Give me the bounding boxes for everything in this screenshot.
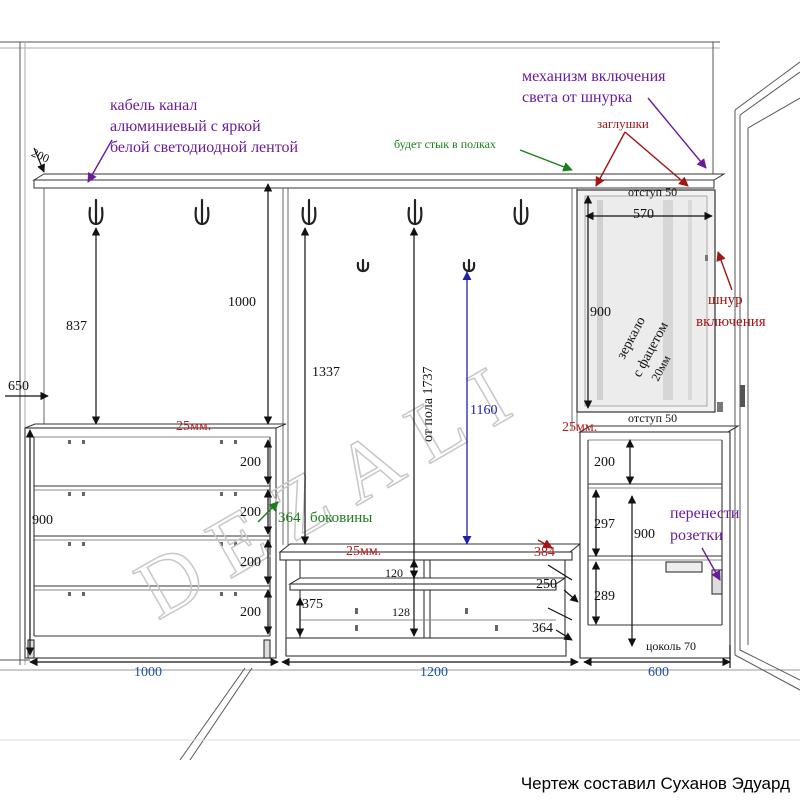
- left-chest: [24, 423, 287, 659]
- dim-200-d: 200: [240, 605, 261, 620]
- dim-200-c: 200: [240, 555, 261, 570]
- room: [0, 41, 800, 761]
- cable-channel-note-line3: белой светодиодной лентой: [110, 139, 299, 156]
- dim-from-floor: от пола 1737: [421, 367, 436, 442]
- right-cabinet: [578, 425, 740, 659]
- dim-375: 375: [302, 597, 323, 612]
- hook-icon: [356, 258, 370, 273]
- dim-120: 120: [385, 566, 403, 580]
- offset-bottom-label: отступ 50: [628, 411, 677, 425]
- dim-25-right: 25мм.: [562, 420, 597, 435]
- dim-289: 289: [594, 589, 615, 604]
- dim-25-left: 25мм.: [176, 419, 211, 434]
- plinth-label: цоколь 70: [646, 639, 696, 653]
- dim-364-bottom: 364: [532, 621, 553, 636]
- width-1000: 1000: [134, 665, 162, 680]
- light-mechanism-note-line1: механизм включения: [522, 68, 666, 85]
- bench: [278, 543, 582, 657]
- sides-label: боковины: [310, 510, 372, 526]
- dim-200-a: 200: [240, 455, 261, 470]
- cord-note-line2: включения: [696, 314, 766, 330]
- top-shelf: [32, 173, 726, 189]
- dim-25-bench: 25мм.: [346, 544, 381, 559]
- hook-icon: [462, 258, 476, 273]
- hook-icon: [513, 198, 529, 226]
- dim-1337: 1337: [312, 365, 340, 380]
- dim-200-b: 200: [240, 505, 261, 520]
- cord-note-line1: шнур: [708, 292, 743, 308]
- width-1200: 1200: [420, 665, 448, 680]
- annotation-arrows: [87, 97, 733, 581]
- dim-200-right: 200: [594, 455, 615, 470]
- bench-shoes: [355, 608, 498, 631]
- hook-icon: [301, 198, 317, 226]
- dim-1160: 1160: [470, 403, 497, 418]
- mirror: [576, 189, 723, 413]
- dim-1000: 1000: [228, 295, 256, 310]
- plugs-note: заглушки: [597, 116, 649, 131]
- cable-channel-note-line2: алюминиевый с яркой: [110, 118, 261, 135]
- joint-note: будет стык в полках: [394, 137, 496, 151]
- dim-128: 128: [392, 605, 410, 619]
- hook-icon: [88, 198, 104, 226]
- dim-900-left: 900: [32, 513, 53, 528]
- dim-900-mirror: 900: [590, 305, 611, 320]
- hook-icon: [194, 198, 210, 226]
- dimension-lines: [5, 147, 731, 668]
- cable-channel-note-line1: кабель канал: [110, 97, 197, 114]
- door-handle: [740, 385, 745, 407]
- width-600: 600: [648, 665, 669, 680]
- dim-837: 837: [66, 319, 87, 334]
- hook-icon: [407, 198, 423, 226]
- author-credit: Чертеж составил Суханов Эдуард: [520, 774, 790, 793]
- dim-650: 650: [8, 379, 29, 394]
- offset-top-label: отступ 50: [628, 185, 677, 199]
- sockets-note-line1: перенести: [670, 505, 740, 522]
- dim-297: 297: [594, 517, 615, 532]
- dim-570: 570: [633, 207, 654, 222]
- light-mechanism-note-line2: света от шнурка: [522, 89, 632, 106]
- dim-364-sides: 364: [278, 510, 301, 526]
- dim-250: 250: [536, 577, 557, 592]
- dim-900-right: 900: [634, 527, 655, 542]
- dim-384: 384: [534, 545, 555, 560]
- dim-200-top: 200: [29, 145, 51, 165]
- drawer-handles: [68, 440, 237, 596]
- hooks: [88, 198, 529, 273]
- sockets-note-line2: розетки: [670, 527, 723, 544]
